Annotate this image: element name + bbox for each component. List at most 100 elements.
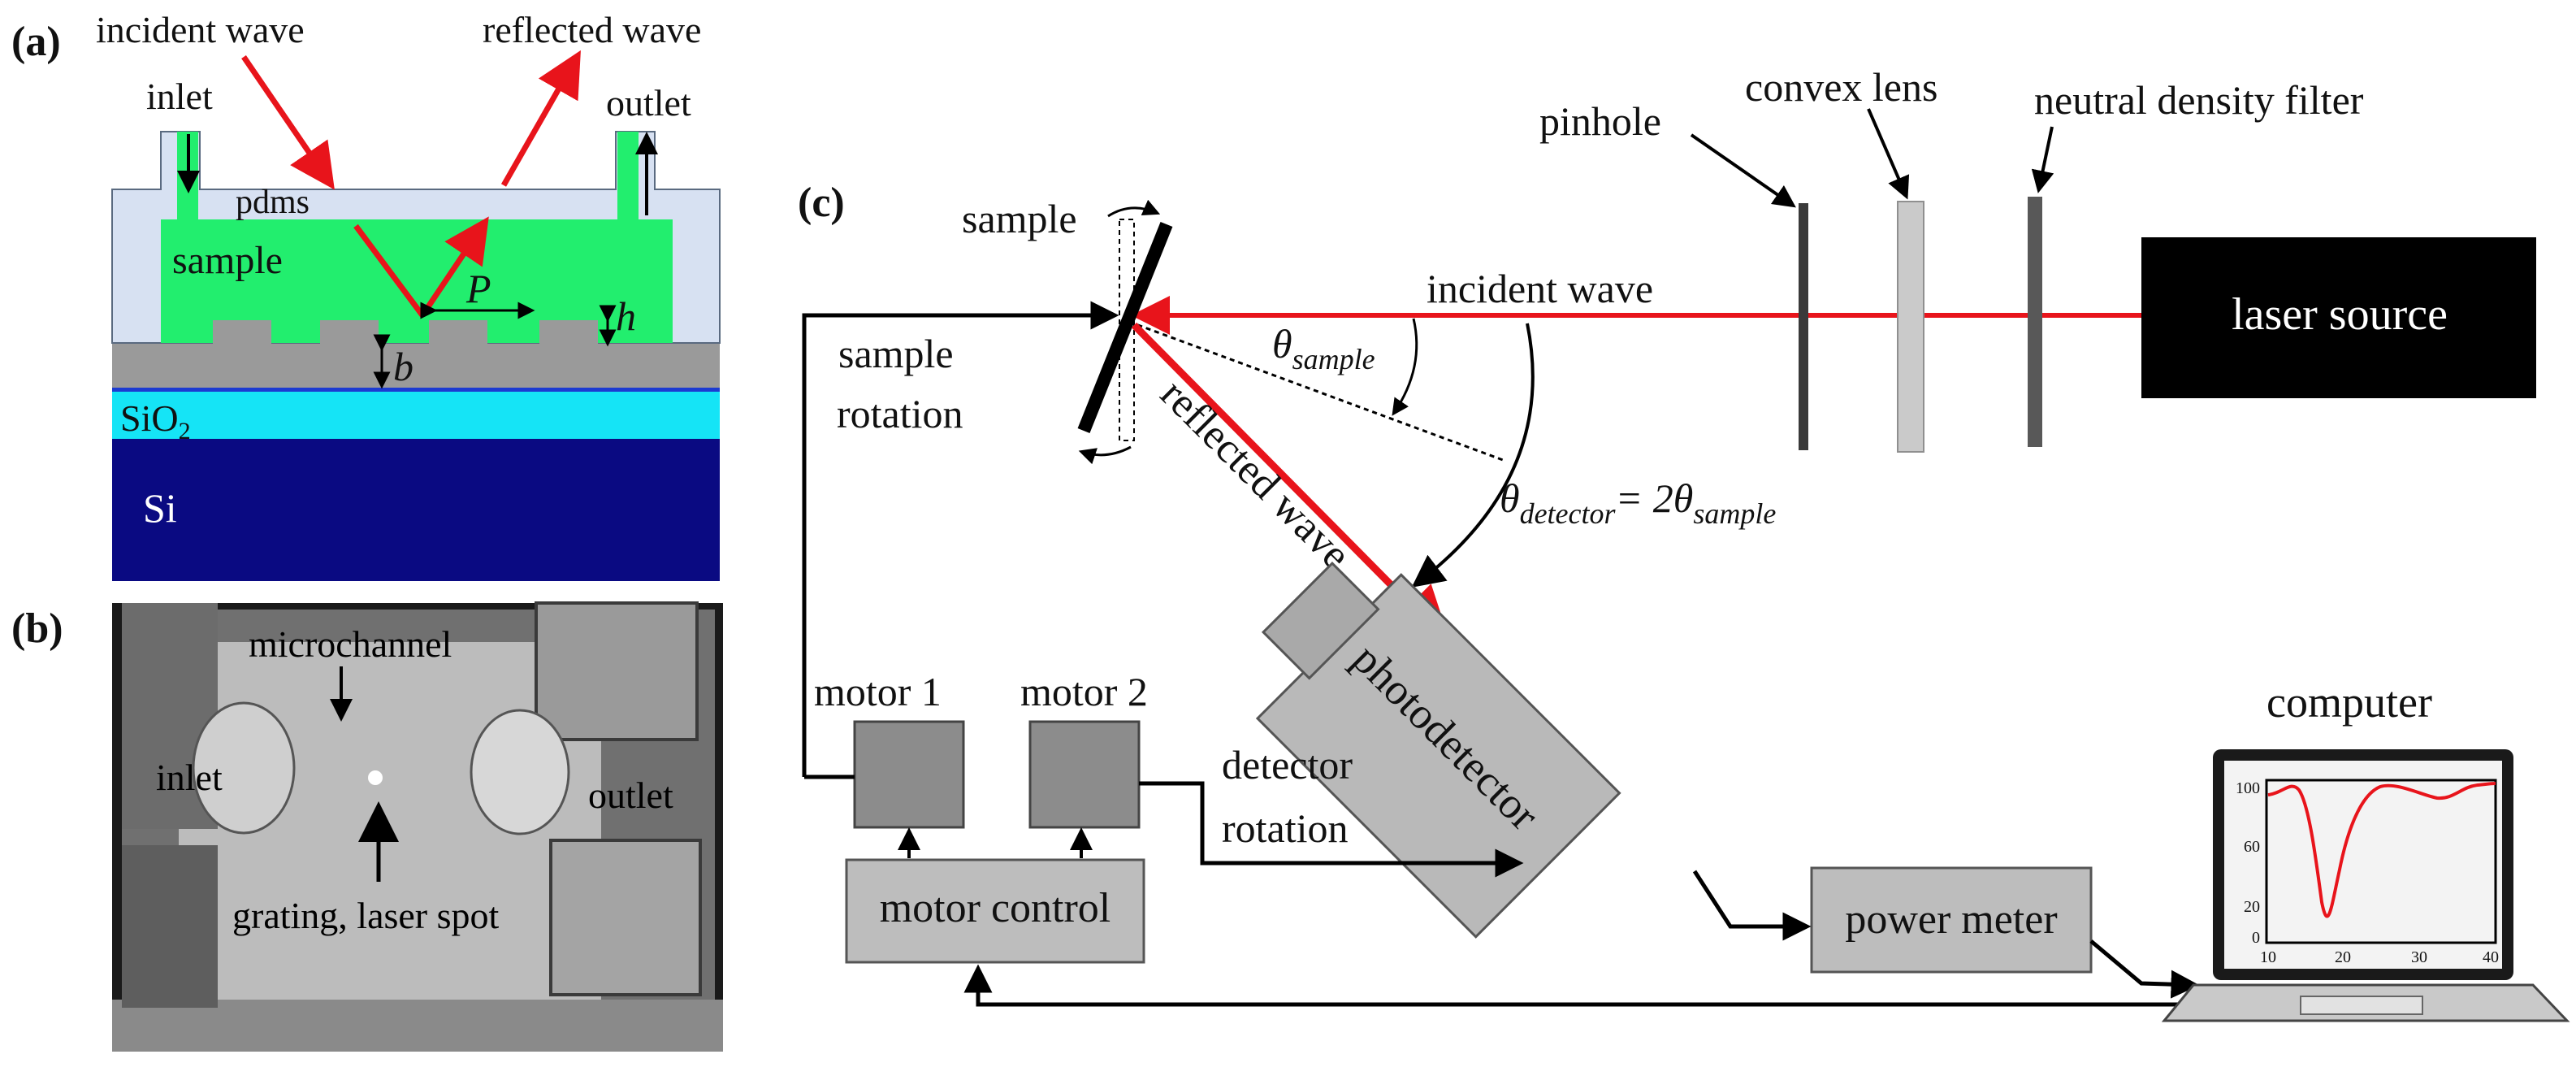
photo-bottom-shadow bbox=[112, 1000, 723, 1052]
theta-sample-label: θsample bbox=[1272, 321, 1375, 375]
theta-sample-symbol: θ bbox=[1272, 321, 1292, 367]
sio2-main: SiO bbox=[120, 397, 179, 439]
grating-tooth bbox=[320, 320, 379, 345]
grating-base bbox=[112, 343, 720, 388]
photodetector-head bbox=[1261, 561, 1380, 680]
nd-filter bbox=[2028, 197, 2042, 447]
reflected-ray-outer bbox=[500, 50, 581, 187]
inset-ytick: 0 bbox=[2252, 929, 2260, 947]
sample-rotation-arrow-top bbox=[1107, 199, 1161, 218]
theta-detector-label: θdetector= 2θsample bbox=[1500, 475, 1776, 530]
theta-sample-sub: sample bbox=[1292, 343, 1375, 375]
grating-label: grating, laser spot bbox=[232, 895, 500, 936]
detector-rotation-label-1: detector bbox=[1222, 742, 1353, 787]
laser-spot bbox=[368, 770, 383, 785]
theta-equation: = 2θ bbox=[1616, 475, 1694, 521]
pdms-label: pdms bbox=[236, 184, 310, 221]
si-label: Si bbox=[143, 485, 177, 531]
microchannel-label: microchannel bbox=[249, 623, 452, 665]
inset-ytick: 20 bbox=[2244, 898, 2260, 916]
inset-spectrum-curve bbox=[2267, 782, 2496, 918]
sio2-layer bbox=[112, 390, 720, 439]
powermeter-to-computer bbox=[2089, 939, 2200, 999]
panel-b: (b) microchannel inlet outlet grating, l… bbox=[11, 601, 723, 1052]
motor-2-box bbox=[1028, 720, 1141, 829]
si-layer bbox=[112, 439, 720, 581]
detector-rotation-label-2: rotation bbox=[1222, 805, 1349, 851]
reflected-wave-label: reflected wave bbox=[483, 9, 701, 50]
inset-chart: 100 60 20 0 10 20 30 40 bbox=[2236, 779, 2499, 966]
interface-line bbox=[112, 387, 720, 392]
photodetector: photodetector bbox=[1255, 561, 1621, 939]
sample-label: sample bbox=[172, 239, 283, 282]
motor-control-box bbox=[845, 858, 1145, 964]
theta-detector-arc bbox=[1411, 323, 1535, 588]
incident-ray-inner bbox=[353, 223, 425, 318]
panel-a: (a) Si SiO2 P h bbox=[11, 9, 721, 581]
laser-source-box bbox=[2141, 237, 2536, 398]
inset-xtick: 40 bbox=[2483, 948, 2499, 966]
period-label: P bbox=[465, 266, 491, 311]
sample-rotation-label-2: rotation bbox=[837, 391, 963, 436]
inset-xtick: 10 bbox=[2260, 948, 2276, 966]
sio2-label: SiO2 bbox=[120, 397, 191, 445]
reflected-ray-inner bbox=[420, 216, 489, 317]
convex-lens-pointer bbox=[1867, 108, 1910, 200]
theta-detector-symbol: θ bbox=[1500, 475, 1520, 521]
fluid-channel bbox=[161, 132, 673, 343]
inset-xtick: 30 bbox=[2411, 948, 2427, 966]
incident-wave-label: incident wave bbox=[96, 9, 305, 50]
sample-rotation-arrow-bottom bbox=[1078, 445, 1132, 465]
left-clamp-bottom bbox=[122, 845, 218, 1008]
power-meter-label: power meter bbox=[1845, 896, 2057, 943]
motor-1-label: motor 1 bbox=[814, 669, 942, 714]
inlet-port bbox=[192, 701, 296, 835]
photo-outlet-label: outlet bbox=[588, 774, 673, 816]
incident-wave-c-label: incident wave bbox=[1427, 266, 1653, 311]
sample-holder-label: sample bbox=[962, 196, 1077, 241]
inset-xtick: 20 bbox=[2335, 948, 2351, 966]
photo-inlet-label: inlet bbox=[156, 757, 223, 798]
outlet-label: outlet bbox=[606, 82, 691, 124]
convex-lens bbox=[1897, 201, 1924, 453]
panel-a-label: (a) bbox=[11, 19, 61, 65]
pinhole bbox=[1799, 203, 1808, 450]
reflected-wave-c-label: reflected wave bbox=[1152, 371, 1360, 579]
inset-ytick: 100 bbox=[2236, 779, 2260, 797]
convex-lens-label: convex lens bbox=[1745, 64, 1937, 110]
right-clamp-bottom bbox=[549, 839, 702, 996]
motor-control-label: motor control bbox=[880, 885, 1111, 931]
reflected-beam bbox=[1131, 322, 1452, 646]
laptop bbox=[2161, 749, 2570, 1022]
grating-tooth bbox=[213, 320, 271, 345]
height-label: h bbox=[616, 293, 636, 339]
incident-ray-outer bbox=[241, 55, 335, 190]
right-clamp-top bbox=[535, 601, 699, 741]
panel-c-label: (c) bbox=[798, 180, 845, 226]
sample-plate bbox=[1077, 222, 1173, 433]
sample-rotation-line bbox=[802, 301, 1119, 777]
detector-to-powermeter bbox=[1692, 870, 1812, 941]
computer-to-control-line bbox=[963, 964, 2208, 1019]
computer-label: computer bbox=[2266, 678, 2432, 727]
laptop-trackpad bbox=[2300, 996, 2423, 1015]
laser-source-label: laser source bbox=[2232, 289, 2448, 340]
pinhole-pointer bbox=[1690, 133, 1796, 208]
sample-normal-line bbox=[1128, 320, 1504, 462]
sio2-subscript: 2 bbox=[179, 418, 191, 445]
grating-tooth bbox=[429, 320, 487, 345]
detector-rotation-line bbox=[1139, 781, 1524, 878]
theta-sample-arc bbox=[1392, 318, 1418, 416]
power-meter-box bbox=[1810, 866, 2093, 974]
sample-rotation-label-1: sample bbox=[838, 331, 954, 376]
base-label: b bbox=[393, 344, 413, 389]
inset-plot-frame bbox=[2265, 779, 2497, 944]
grating-tooth bbox=[539, 320, 598, 345]
pinhole-label: pinhole bbox=[1539, 98, 1661, 144]
theta-detector-sub: detector bbox=[1520, 497, 1617, 530]
inlet-label: inlet bbox=[146, 76, 213, 117]
motor-2-label: motor 2 bbox=[1020, 669, 1148, 714]
theta-equation-sub: sample bbox=[1693, 497, 1776, 530]
motor-1-box bbox=[853, 720, 965, 829]
